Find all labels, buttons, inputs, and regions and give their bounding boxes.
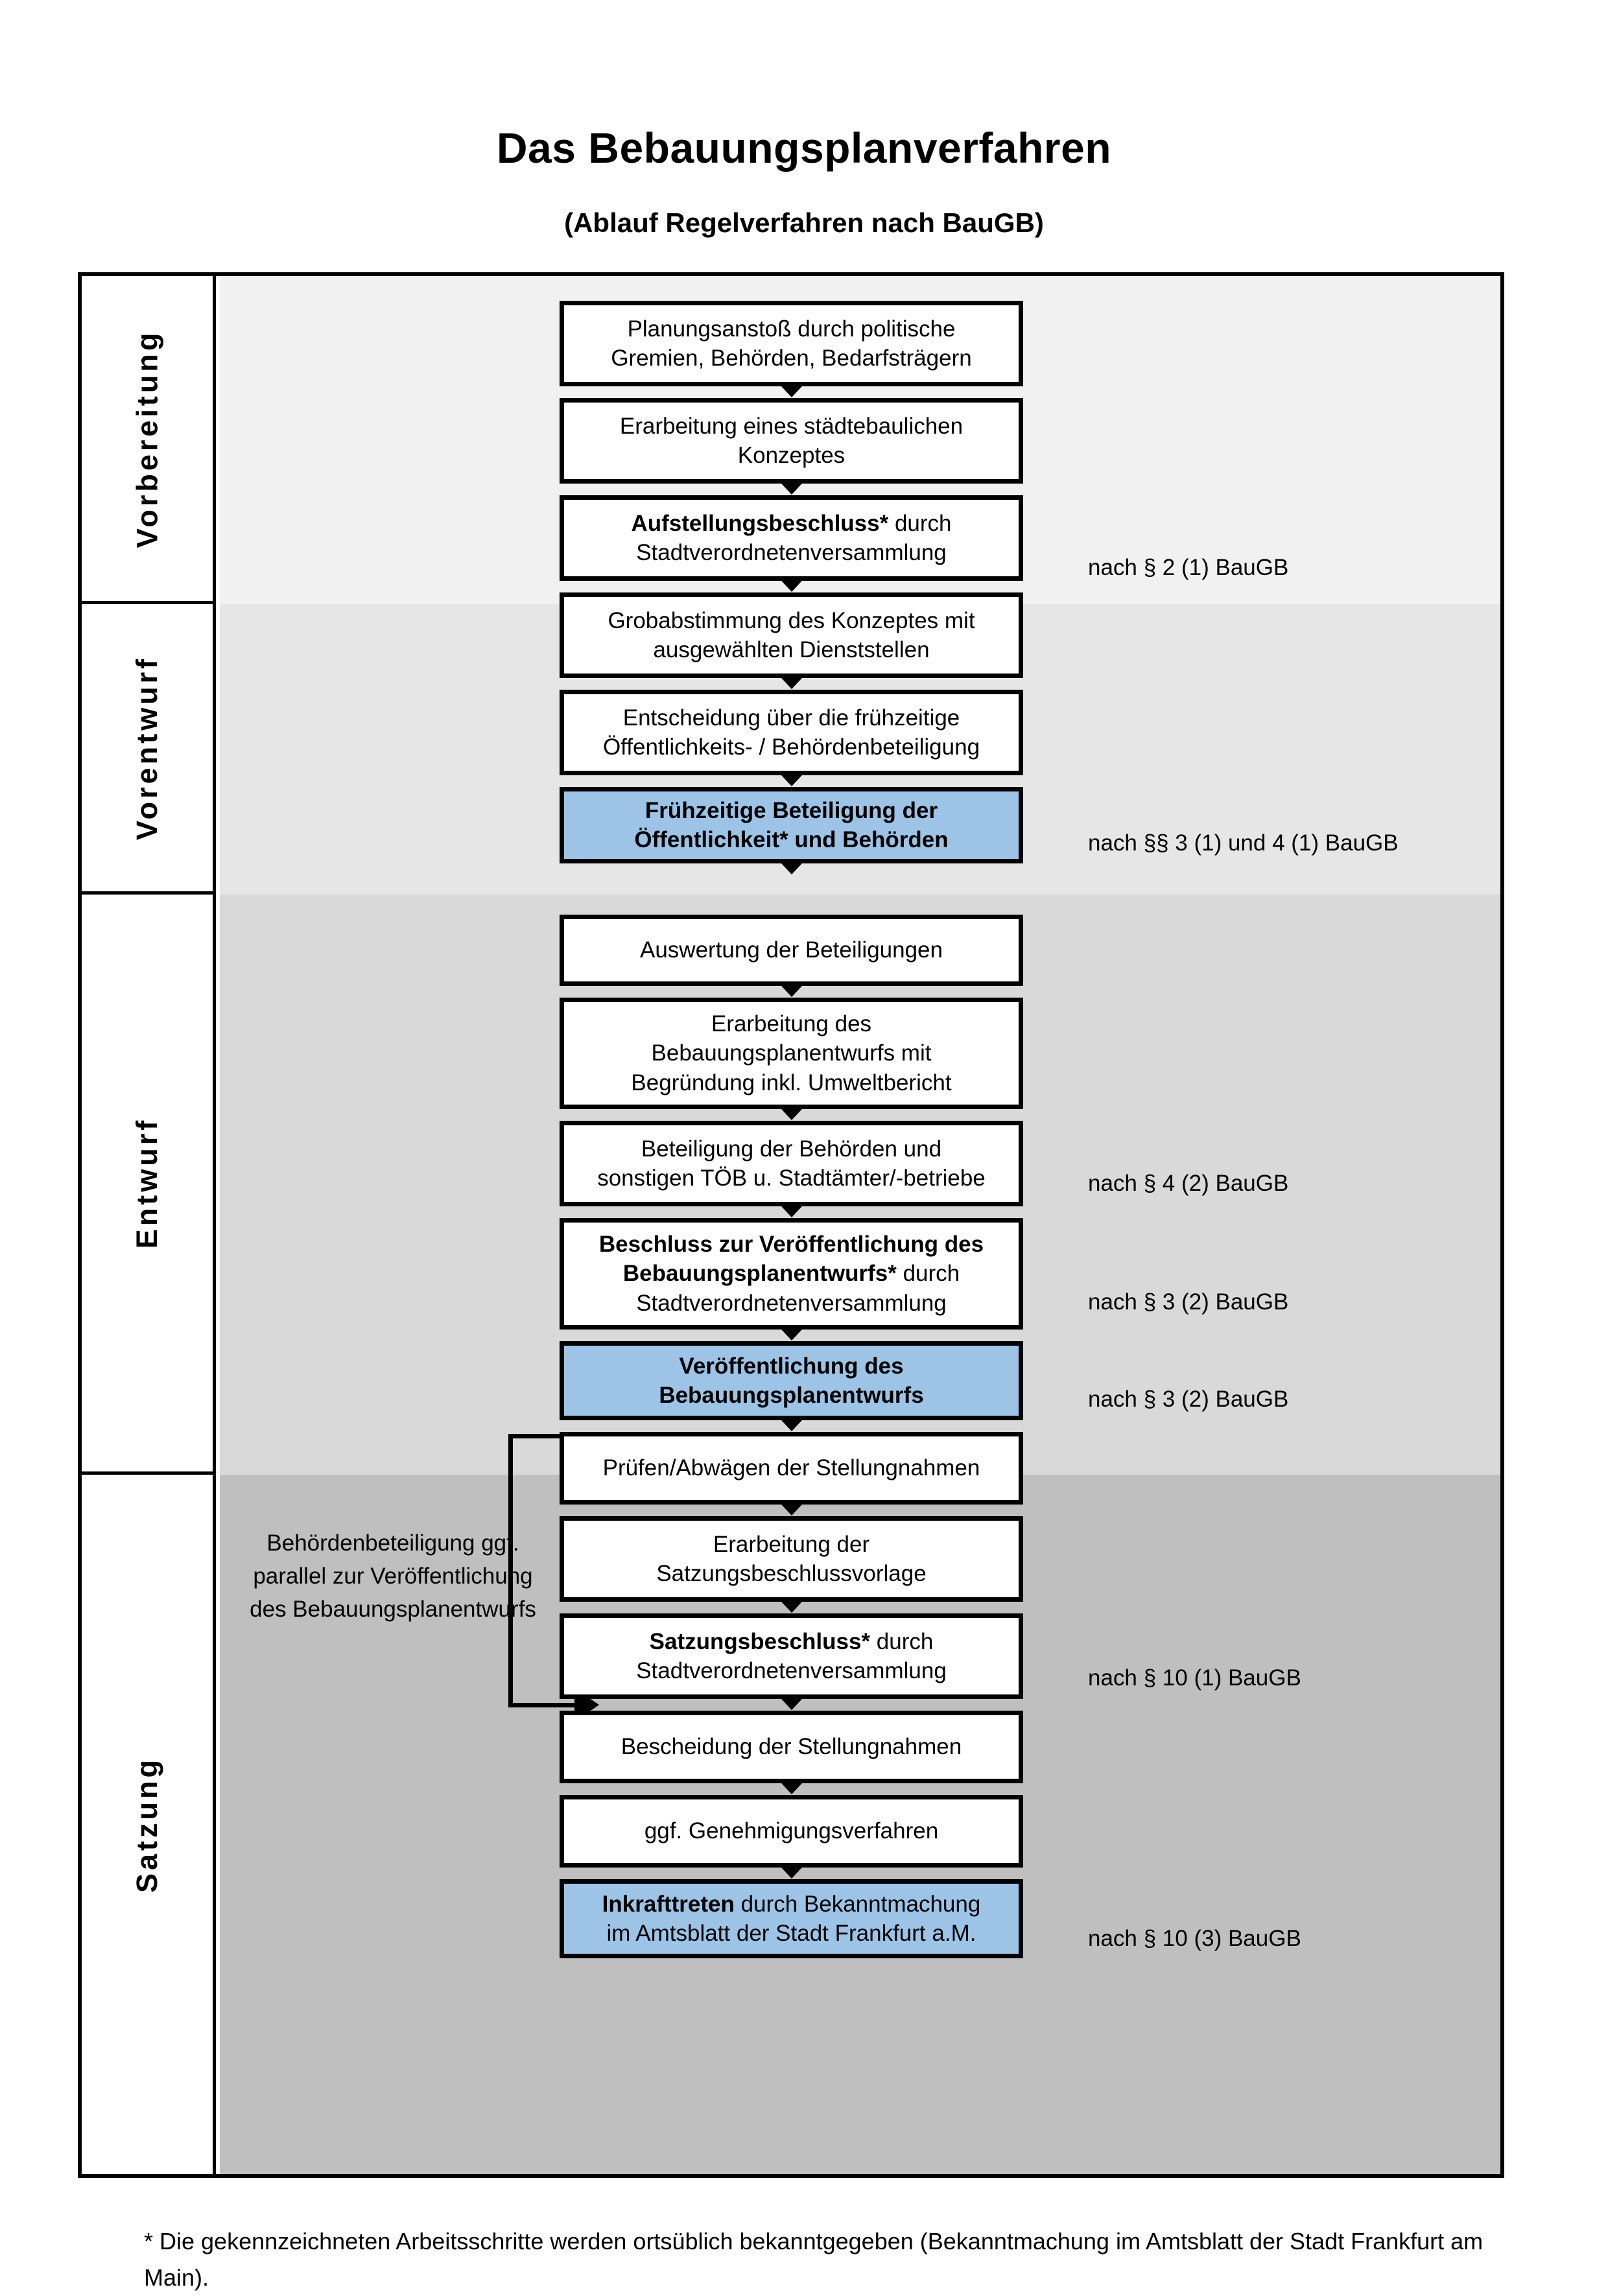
node-line: Beteiligung der Behörden und (641, 1136, 942, 1162)
node-line: Begründung inkl. Umweltbericht (631, 1070, 952, 1095)
loop-connector-top-segment (508, 1434, 589, 1438)
node-line: Frühzeitige Beteiligung der (644, 797, 938, 823)
node-planungsanstoss[interactable]: Planungsanstoß durch politische Gremien,… (560, 301, 1023, 386)
reference-par4-2: nach § 4 (2) BauGB (1088, 1171, 1289, 1196)
node-line: Gremien, Behörden, Bedarfsträgern (611, 346, 972, 371)
phase-label-entwurf: Entwurf (82, 895, 216, 1475)
node-auswertung-beteiligungen[interactable]: Auswertung der Beteiligungen (560, 915, 1023, 986)
phase-label-satzung: Satzung (82, 1475, 216, 2174)
reference-par10-3: nach § 10 (3) BauGB (1088, 1926, 1301, 1951)
node-inkrafttreten[interactable]: Inkrafttreten durch Bekanntmachung im Am… (560, 1879, 1023, 1958)
node-entscheidung-fruehzeitig[interactable]: Entscheidung über die frühzeitige Öffent… (560, 690, 1023, 775)
node-satzungsbeschluss[interactable]: Satzungsbeschluss* durch Stadtverordnete… (560, 1613, 1023, 1699)
node-line: Stadtverordnetenversammlung (636, 1658, 947, 1683)
node-line: Konzeptes (737, 443, 845, 468)
node-line: Erarbeitung eines städtebaulichen (619, 413, 964, 439)
node-line: Grobabstimmung des Konzeptes mit (608, 607, 975, 633)
phase-label-vorbereitung: Vorbereitung (82, 276, 216, 604)
reference-par2: nach § 2 (1) BauGB (1088, 555, 1289, 580)
loop-connector-left-segment (508, 1434, 513, 1707)
node-line: Bescheidung der Stellungnahmen (621, 1734, 962, 1760)
reference-par10-1: nach § 10 (1) BauGB (1088, 1665, 1301, 1691)
node-line: Satzungsbeschlussvorlage (656, 1561, 927, 1586)
node-line: Bebauungsplanentwurfs (659, 1383, 924, 1408)
node-aufstellungsbeschluss[interactable]: Aufstellungsbeschluss* durch Stadtverord… (560, 495, 1023, 581)
node-line: Erarbeitung des (711, 1011, 872, 1037)
node-line: Öffentlichkeits- / Behördenbeteiligung (602, 734, 980, 760)
node-veroeffentlichung-entwurf[interactable]: Veröffentlichung des Bebauungsplanentwur… (560, 1341, 1023, 1420)
node-line: Auswertung der Beteiligungen (640, 937, 943, 963)
node-line-bold: Satzungsbeschluss* (649, 1628, 871, 1654)
node-grobabstimmung[interactable]: Grobabstimmung des Konzeptes mit ausgewä… (560, 592, 1023, 678)
node-line: Bebauungsplanentwurfs mit (651, 1040, 932, 1066)
node-line: Veröffentlichung des (679, 1353, 904, 1379)
phase-label-text: Entwurf (130, 1117, 164, 1249)
node-line: durch (870, 1628, 934, 1654)
node-line-bold: Beschluss zur Veröffentlichung des (598, 1231, 984, 1257)
reference-par3-2-a: nach § 3 (2) BauGB (1088, 1289, 1289, 1315)
node-beteiligung-behoerden[interactable]: Beteiligung der Behörden und sonstigen T… (560, 1121, 1023, 1206)
node-line: durch (896, 1261, 960, 1287)
phase-label-text: Vorentwurf (130, 655, 164, 840)
node-pruefen-abwaegen[interactable]: Prüfen/Abwägen der Stellungnahmen (560, 1432, 1023, 1505)
sidenote-parallel-procedure: Behördenbeteiligung ggf. parallel zur Ve… (250, 1530, 536, 1622)
node-line: sonstigen TÖB u. Stadtämter/-betriebe (597, 1166, 986, 1191)
node-beschluss-veroeffentlichung[interactable]: Beschluss zur Veröffentlichung des Bebau… (560, 1218, 1023, 1330)
phase-label-vorentwurf: Vorentwurf (82, 604, 216, 895)
node-line-bold: Aufstellungsbeschluss* (631, 510, 889, 536)
footnote-text: * Die gekennzeichneten Arbeitsschritte w… (144, 2228, 1484, 2291)
node-line-bold: Inkrafttreten (602, 1891, 735, 1917)
node-genehmigungsverfahren[interactable]: ggf. Genehmigungsverfahren (560, 1795, 1023, 1868)
node-line: Entscheidung über die frühzeitige (622, 705, 960, 731)
node-line: Öffentlichkeit* und Behörden (634, 827, 949, 852)
node-bescheidung-stellungnahmen[interactable]: Bescheidung der Stellungnahmen (560, 1711, 1023, 1783)
node-line: durch (888, 510, 952, 536)
page-title: Das Bebauungsplanverfahren (496, 124, 1112, 172)
node-satzungsbeschlussvorlage[interactable]: Erarbeitung der Satzungsbeschlussvorlage (560, 1516, 1023, 1602)
node-line: ausgewählten Dienststellen (653, 637, 930, 662)
node-line: Stadtverordnetenversammlung (636, 1290, 947, 1316)
node-line: durch Bekanntmachung (734, 1891, 981, 1917)
loop-connector-bottom-segment (508, 1703, 576, 1707)
node-line-bold: Bebauungsplanentwurfs* (622, 1261, 897, 1287)
reference-par3-1-4-1: nach §§ 3 (1) und 4 (1) BauGB (1088, 830, 1399, 856)
node-staedtebauliches-konzept[interactable]: Erarbeitung eines städtebaulichen Konzep… (560, 398, 1023, 484)
node-line: Prüfen/Abwägen der Stellungnahmen (602, 1455, 980, 1481)
node-line: im Amtsblatt der Stadt Frankfurt a.M. (606, 1921, 976, 1946)
phase-label-text: Satzung (130, 1756, 163, 1893)
diagram-frame: Vorbereitung Vorentwurf Entwurf Satzung … (78, 272, 1504, 2178)
node-fruehzeitige-beteiligung[interactable]: Frühzeitige Beteiligung der Öffentlichke… (560, 787, 1023, 863)
node-line: Stadtverordnetenversammlung (636, 540, 947, 565)
node-line: Planungsanstoß durch politische (627, 316, 956, 342)
node-line: Erarbeitung der (713, 1531, 870, 1557)
node-erarbeitung-entwurf[interactable]: Erarbeitung des Bebauungsplanentwurfs mi… (560, 998, 1023, 1109)
page-subtitle: (Ablauf Regelverfahren nach BauGB) (564, 207, 1044, 238)
phase-label-text: Vorbereitung (130, 329, 163, 548)
node-line: ggf. Genehmigungsverfahren (644, 1818, 939, 1844)
reference-par3-2-b: nach § 3 (2) BauGB (1088, 1387, 1289, 1412)
